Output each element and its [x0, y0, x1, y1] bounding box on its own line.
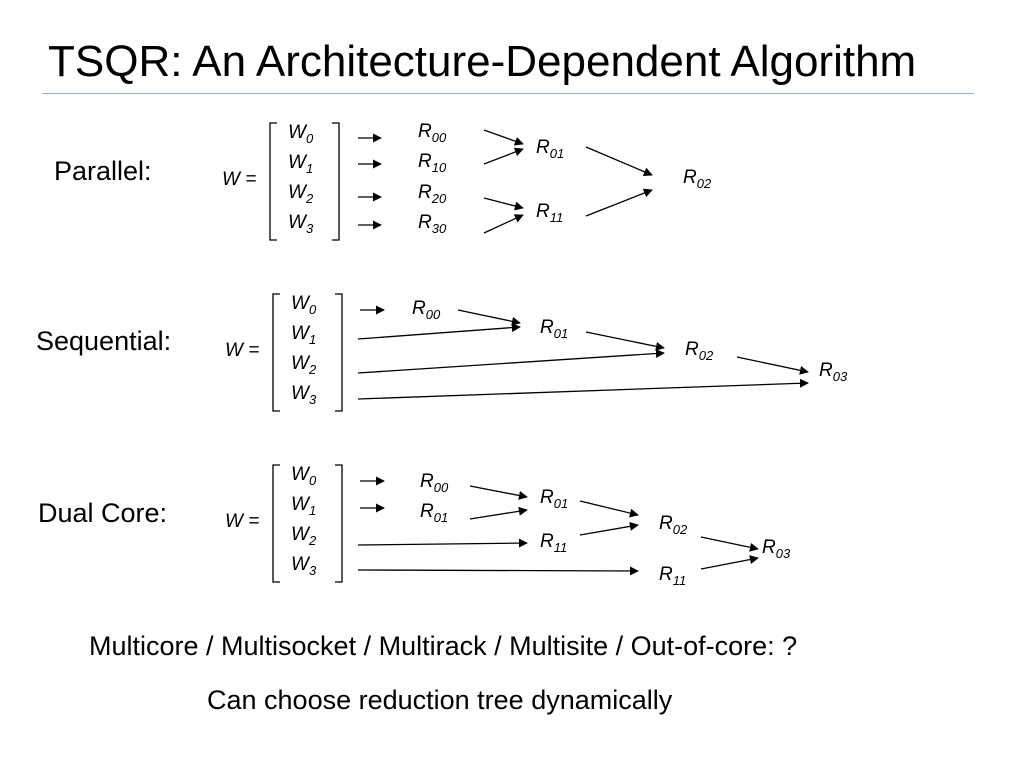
dual-core-node-r11-right: R11 [659, 564, 686, 588]
dual-core-block-w1: W1 [291, 494, 316, 518]
sequential-arrow-r02-r03 [736, 356, 809, 375]
dual-core-block-w2: W2 [291, 524, 317, 548]
architectures-question: Multicore / Multisocket / Multirack / Mu… [89, 631, 798, 661]
sequential-node-r01: R01 [540, 317, 568, 341]
dual-core-node-r01: R01 [540, 487, 568, 511]
sequential-diagram: W = W0 W1 W2 W3 R00 R01 R02 R03 [225, 293, 848, 412]
dual-core-w-equals: W = [225, 511, 259, 532]
dual-core-node-r02: R02 [659, 513, 688, 537]
dual-core-arrow-r11-r03 [700, 555, 759, 570]
dual-core-node-r00: R00 [420, 471, 449, 495]
sequential-left-bracket [272, 293, 280, 412]
sequential-label: Sequential: [36, 326, 172, 356]
dual-core-left-bracket [272, 464, 280, 583]
sequential-block-w1: W1 [291, 323, 316, 347]
dual-core-arrow-r11-r02 [579, 521, 639, 536]
parallel-left-bracket [269, 122, 277, 241]
parallel-block-w1: W1 [288, 152, 313, 176]
parallel-node-r01: R01 [536, 137, 564, 161]
parallel-node-r00: R00 [418, 121, 447, 145]
sequential-node-r02: R02 [685, 339, 714, 363]
dual-core-node-r01-left: R01 [420, 501, 448, 525]
parallel-arrow-r10-r01 [483, 147, 524, 165]
parallel-right-bracket [332, 122, 340, 241]
parallel-node-r30: R30 [418, 212, 447, 236]
sequential-block-w3: W3 [291, 383, 317, 407]
parallel-arrow-r01-r02 [585, 146, 653, 176]
dual-core-block-w3: W3 [291, 554, 317, 578]
sequential-arrow-r00-r01 [457, 309, 521, 326]
dual-core-arrow-r00-r01 [469, 485, 528, 500]
sequential-block-w2: W2 [291, 353, 317, 377]
dual-core-label: Dual Core: [38, 498, 168, 528]
dual-core-block-w0: W0 [291, 464, 317, 488]
parallel-arrow-r20-r11 [483, 197, 524, 211]
parallel-block-w2: W2 [288, 182, 314, 206]
sequential-node-r03: R03 [819, 360, 848, 384]
parallel-node-r02: R02 [683, 167, 712, 191]
sequential-block-w0: W0 [291, 293, 317, 317]
dual-core-node-r03: R03 [762, 537, 791, 561]
sequential-arrow-w2-r02 [357, 349, 665, 374]
dynamic-tree-note: Can choose reduction tree dynamically [207, 685, 673, 715]
parallel-block-w3: W3 [288, 212, 314, 236]
sequential-right-bracket [335, 293, 343, 412]
dual-core-node-r11: R11 [540, 531, 567, 555]
title-divider [42, 93, 974, 94]
parallel-arrow-r11-r02 [585, 188, 653, 217]
dual-core-arrow-r01-r02 [579, 500, 639, 518]
dual-core-arrow-w2-r11 [357, 538, 528, 548]
dual-core-arrow-w3-r11 [357, 566, 639, 576]
dual-core-arrow-r01-r01 [469, 506, 528, 520]
parallel-node-r10: R10 [418, 151, 447, 175]
sequential-w-equals: W = [225, 340, 259, 361]
parallel-node-r20: R20 [418, 182, 447, 206]
sequential-arrow-r01-r02 [585, 331, 665, 351]
parallel-label: Parallel: [54, 156, 152, 186]
slide-title: TSQR: An Architecture-Dependent Algorith… [48, 37, 917, 86]
sequential-arrow-w3-r03 [357, 378, 809, 400]
parallel-node-r11: R11 [536, 201, 563, 225]
dual-core-right-bracket [335, 464, 343, 583]
parallel-arrow-r30-r11 [483, 214, 524, 234]
dual-core-arrow-r02-r03 [700, 536, 759, 552]
parallel-w-equals: W = [222, 169, 256, 190]
sequential-arrow-w1-r01 [357, 323, 521, 340]
parallel-diagram: W = W0 W1 W2 W3 R00 R10 R20 R30 R01 R11 … [222, 121, 712, 241]
parallel-arrow-r00-r01 [483, 129, 524, 146]
sequential-node-r00: R00 [412, 298, 441, 322]
parallel-block-w0: W0 [288, 122, 314, 146]
dual-core-diagram: W = W0 W1 W2 W3 R00 R01 R01 R11 R02 R11 … [225, 464, 791, 588]
